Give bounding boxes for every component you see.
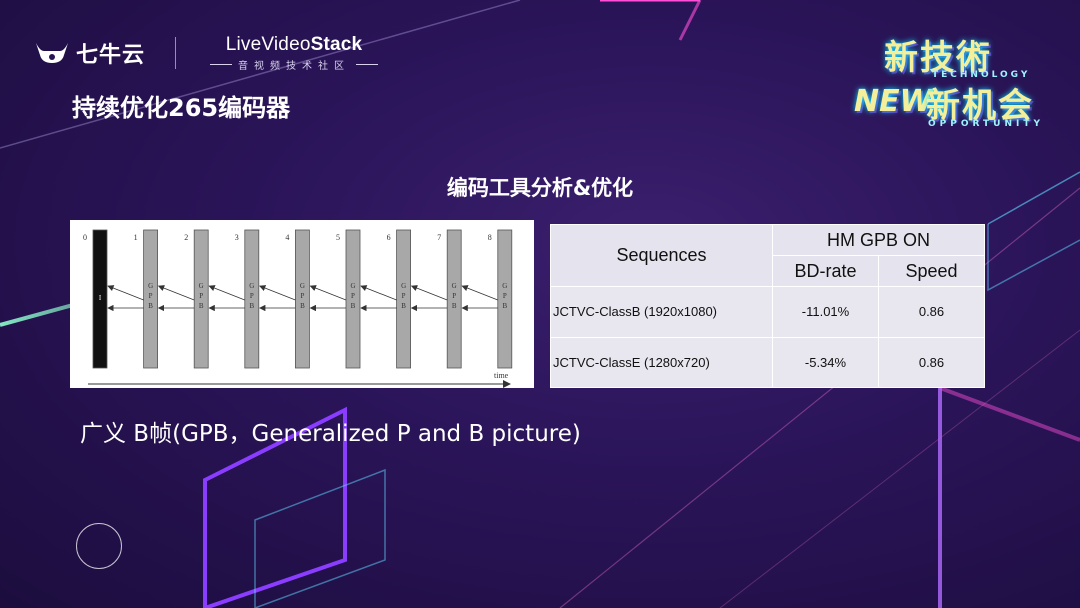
i-frame-bar [92,229,108,369]
frame-index-label: 0 [83,233,87,242]
row-bd-rate: -11.01% [772,286,879,338]
time-axis-label: time [494,371,509,380]
gpb-results-table: Sequences HM GPB ON BD-rate Speed JCTVC-… [550,224,986,388]
gpb-frame-bar [193,229,209,369]
gpb-frame-bar [396,229,412,369]
reference-arrow [259,285,296,301]
qiniu-name: 七牛云 [76,43,146,68]
gpb-frame-label: G [199,282,204,290]
gpb-results-table-wrap: Sequences HM GPB ON BD-rate Speed JCTVC-… [550,224,986,388]
event-logo-tech: TECHNOLOGY [932,70,1031,80]
gpb-frame-bar [446,229,462,369]
reference-arrow [410,285,448,301]
header-speed: Speed [877,255,986,287]
reference-arrow [107,285,144,301]
brand-bar: 七牛云 LiveVideoStack 音视频技术社区 [34,34,384,72]
event-logo-line1: 新技術 [884,38,992,78]
frame-index-label: 8 [488,233,492,242]
gpb-frame-label: G [350,282,355,290]
gpb-frame-label: G [300,282,305,290]
frame-index-label: 4 [285,233,289,242]
gpb-frame-label: B [452,302,457,310]
table-row: JCTVC-ClassB (1920x1080) -11.01% 0.86 [550,286,986,338]
section-subtitle: 编码工具分析&优化 [446,176,634,200]
reference-arrow [157,285,195,301]
gpb-frame-label: P [452,292,456,300]
qiniu-bull-icon [36,43,68,63]
header-hm-gpb-on: HM GPB ON [771,224,986,256]
lvs-name-bold: Stack [310,34,363,55]
gpb-frame-label: G [148,282,153,290]
frame-index-label: 1 [134,233,138,242]
gpb-frame-label: B [351,302,356,310]
row-sequence: JCTVC-ClassE (1280x720) [550,336,773,388]
gpb-frame-label: B [401,302,406,310]
row-speed: 0.86 [877,286,986,338]
gpb-frame-label: P [149,292,153,300]
brand-divider [175,37,177,69]
gpb-frame-label: B [300,302,305,310]
gpb-frame-label: G [452,282,457,290]
gpb-frame-label: G [502,282,507,290]
decorative-circle [76,523,122,569]
gpb-frame-bar [143,229,158,369]
frame-index-label: 5 [336,233,340,242]
row-bd-rate: -5.34% [772,336,879,388]
row-sequence: JCTVC-ClassB (1920x1080) [550,286,773,338]
event-logo-new: NEW [854,84,933,119]
gpb-frame-label: B [502,302,507,310]
frame-index-label: 2 [184,233,188,242]
gpb-frame-bar [294,229,310,369]
event-logo-line2: 新机会 [926,86,1034,126]
header-bd-rate: BD-rate [772,255,879,287]
frame-index-label: 7 [437,233,441,242]
frame-index-label: 6 [387,233,391,242]
gpb-frame-label: B [249,302,254,310]
gpb-frame-bar [345,229,361,369]
gpb-frame-label: P [503,292,507,300]
event-logo: 新技術 TECHNOLOGY NEW 新机会 OPPORTUNITY [854,30,1054,130]
gpb-frame-label: G [401,282,406,290]
gpb-frame-label: B [199,302,204,310]
gpb-frame-label: P [402,292,406,300]
lvs-subtitle: 音视频技术社区 [204,57,384,72]
gpb-frame-label: P [351,292,355,300]
event-logo-opportunity: OPPORTUNITY [928,119,1045,129]
table-row: JCTVC-ClassE (1280x720) -5.34% 0.86 [550,336,986,388]
page-title: 持续优化265编码器 [72,94,291,122]
gpb-frame-label: P [300,292,304,300]
gpb-caption: 广义 B帧(GPB，Generalized P and B picture) [80,421,581,447]
header-sequences: Sequences [550,224,773,287]
gpb-frame-label: G [249,282,254,290]
reference-arrow [208,285,245,301]
livevideostack-logo: LiveVideoStack 音视频技术社区 [204,34,384,72]
gpb-frame-label: P [199,292,203,300]
qiniu-logo: 七牛云 [34,37,145,69]
reference-arrow [360,285,397,301]
i-frame-label: I [99,294,102,302]
reference-arrow [461,285,498,301]
gpb-frame-bar [497,229,513,369]
lvs-name-light: LiveVideo [225,34,311,55]
gpb-frame-label: P [250,292,254,300]
reference-arrow [309,285,347,301]
gpb-frame-bar [244,229,260,369]
gpb-frame-label: B [148,302,153,310]
frame-index-label: 3 [235,233,239,242]
row-speed: 0.86 [877,336,986,388]
